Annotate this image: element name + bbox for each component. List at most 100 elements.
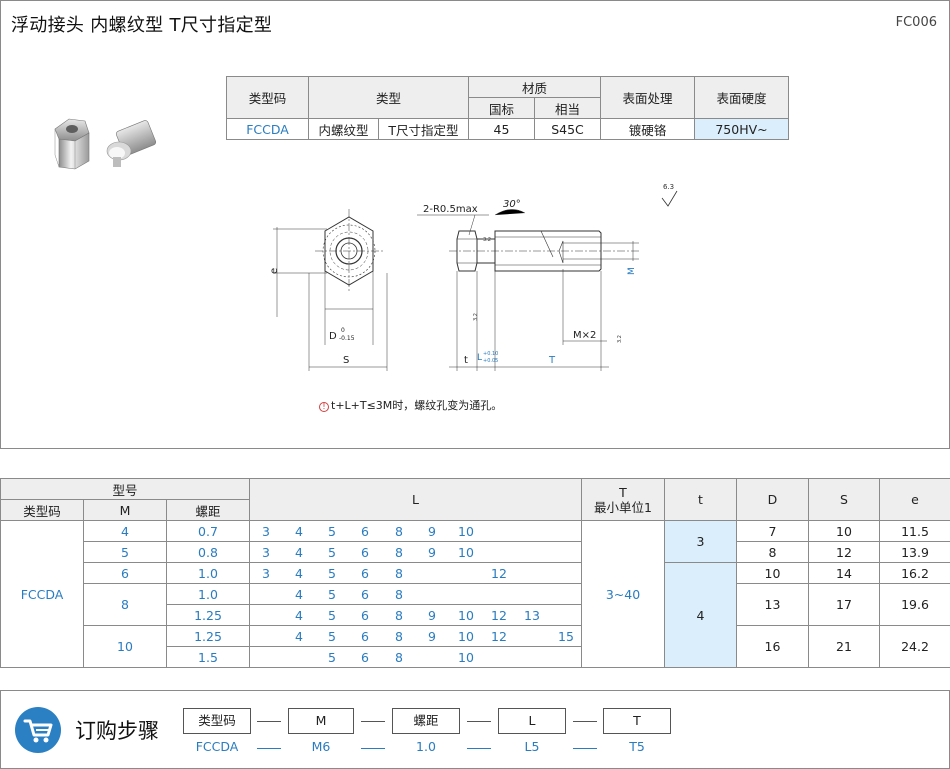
L-value[interactable]: 6 (361, 566, 369, 581)
dim-L-tol-low: +0.05 (483, 358, 498, 364)
header-type: 类型 (308, 76, 469, 119)
dim-e: e (269, 268, 280, 274)
dim-M: M (627, 267, 637, 275)
L-value[interactable]: 4 (295, 587, 303, 602)
L-value[interactable]: 12 (491, 629, 507, 644)
cell-L-values[interactable]: 4 5 6 8 9 10 12 13 (249, 604, 582, 626)
header-typecode: 类型码 (226, 76, 309, 119)
L-value[interactable]: 10 (458, 650, 474, 665)
step-connector (361, 721, 385, 722)
cell-M[interactable]: 4 (83, 520, 167, 542)
L-value[interactable]: 5 (328, 587, 336, 602)
cell-T-range[interactable]: 3~40 (581, 520, 665, 668)
L-value[interactable]: 8 (395, 524, 403, 539)
L-value[interactable]: 4 (295, 629, 303, 644)
cell-pitch[interactable]: 0.8 (166, 541, 250, 563)
L-value[interactable]: 4 (295, 545, 303, 560)
L-value[interactable]: 5 (328, 545, 336, 560)
header-e: e (879, 478, 950, 521)
L-value[interactable]: 10 (458, 545, 474, 560)
cell-e: 16.2 (879, 562, 950, 584)
step-typecode-value: FCCDA (195, 739, 239, 754)
L-value[interactable]: 6 (361, 608, 369, 623)
cell-L-values[interactable]: 4 5 6 8 9 10 12 15 (249, 625, 582, 647)
L-value[interactable]: 9 (428, 629, 436, 644)
L-value[interactable]: 12 (491, 608, 507, 623)
cell-typecode[interactable]: FCCDA (226, 118, 309, 140)
dim-L-tol-up: +0.10 (483, 351, 498, 357)
cell-D: 7 (736, 520, 809, 542)
L-value[interactable]: 8 (395, 629, 403, 644)
L-value[interactable]: 6 (361, 545, 369, 560)
header-std: 国标 (468, 97, 535, 119)
cell-L-values[interactable]: 4 5 6 8 (249, 583, 582, 605)
L-value[interactable]: 4 (295, 566, 303, 581)
dim-t: t (464, 355, 468, 366)
note: !t+L+T≤3M时，螺纹孔变为通孔。 (319, 397, 502, 413)
L-value[interactable]: 3 (262, 545, 270, 560)
L-value[interactable]: 5 (328, 524, 336, 539)
step-pitch-value: 1.0 (416, 739, 436, 754)
cell-pitch[interactable]: 1.25 (166, 604, 250, 626)
L-value[interactable]: 9 (428, 545, 436, 560)
cell-pitch[interactable]: 0.7 (166, 520, 250, 542)
L-value[interactable]: 8 (395, 608, 403, 623)
cell-M[interactable]: 8 (83, 583, 167, 626)
L-value[interactable]: 6 (361, 650, 369, 665)
step-T-value: T5 (629, 739, 645, 754)
L-value[interactable]: 8 (395, 566, 403, 581)
L-value[interactable]: 6 (361, 524, 369, 539)
L-value[interactable]: 9 (428, 608, 436, 623)
cell-L-values[interactable]: 5 6 8 10 (249, 646, 582, 668)
L-value[interactable]: 4 (295, 524, 303, 539)
cell-hardness: 750HV~ (694, 118, 789, 140)
L-value[interactable]: 3 (262, 566, 270, 581)
L-value[interactable]: 15 (558, 629, 574, 644)
cell-pitch[interactable]: 1.5 (166, 646, 250, 668)
cell-M[interactable]: 5 (83, 541, 167, 563)
L-value[interactable]: 9 (428, 524, 436, 539)
roughness-value: 6.3 (663, 183, 674, 191)
L-value[interactable]: 3 (262, 524, 270, 539)
L-value[interactable]: 10 (458, 524, 474, 539)
step-connector-value (257, 748, 281, 749)
cell-pitch[interactable]: 1.0 (166, 583, 250, 605)
header-typecode: 类型码 (0, 499, 84, 521)
radius-label: 2-R0.5max (423, 204, 478, 215)
cell-M[interactable]: 10 (83, 625, 167, 668)
step-connector (467, 721, 491, 722)
L-value[interactable]: 8 (395, 545, 403, 560)
L-value[interactable]: 5 (328, 608, 336, 623)
cell-t: 4 (664, 562, 737, 668)
L-value[interactable]: 12 (491, 566, 507, 581)
cell-pitch[interactable]: 1.0 (166, 562, 250, 584)
material-spec-table: 类型码 类型 材质 表面处理 表面硬度 国标 相当 FCCDA 内螺纹型 T尺寸… (226, 76, 789, 140)
cell-S: 21 (808, 625, 880, 668)
cell-typecode[interactable]: FCCDA (0, 520, 84, 668)
L-value[interactable]: 5 (328, 650, 336, 665)
L-value[interactable]: 6 (361, 629, 369, 644)
L-value[interactable]: 10 (458, 608, 474, 623)
L-value[interactable]: 13 (524, 608, 540, 623)
dim-D: D (329, 331, 337, 342)
cell-L-values[interactable]: 3 4 5 6 8 9 10 (249, 520, 582, 542)
header-model: 型号 (0, 478, 250, 500)
L-value[interactable]: 5 (328, 629, 336, 644)
L-value[interactable]: 8 (395, 650, 403, 665)
connector-body-photo (106, 120, 157, 167)
cell-pitch[interactable]: 1.25 (166, 625, 250, 647)
L-value[interactable]: 10 (458, 629, 474, 644)
step-connector (573, 721, 597, 722)
cell-t: 3 (664, 520, 737, 563)
L-value[interactable]: 8 (395, 587, 403, 602)
cell-D: 10 (736, 562, 809, 584)
angle-label: 30° (503, 199, 521, 210)
cell-L-values[interactable]: 3 4 5 6 8 9 10 (249, 541, 582, 563)
L-value[interactable]: 6 (361, 587, 369, 602)
L-value[interactable]: 4 (295, 608, 303, 623)
table-row: 1.5 5 6 8 10 (1, 646, 950, 668)
L-value[interactable]: 5 (328, 566, 336, 581)
cell-L-values[interactable]: 3 4 5 6 8 12 (249, 562, 582, 584)
cell-M[interactable]: 6 (83, 562, 167, 584)
